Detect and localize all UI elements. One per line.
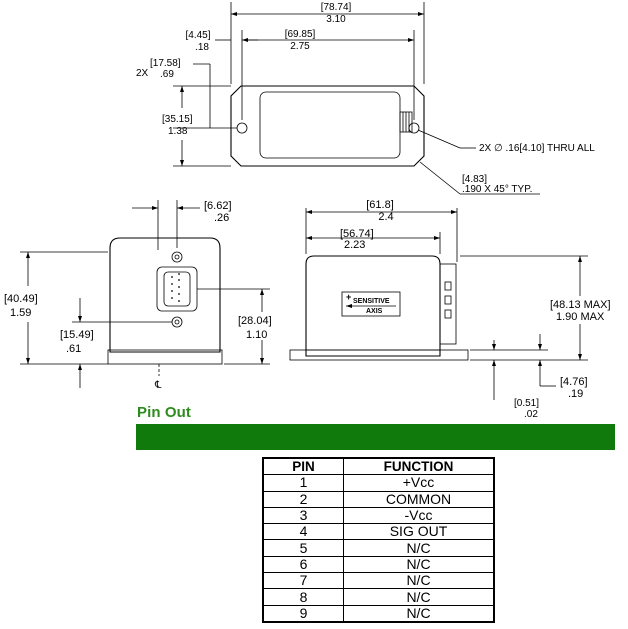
hole-from-edge-in: .69 [160,69,174,80]
connector-height-mm: [28.04] [238,315,272,327]
height-in: 1.59 [10,307,31,319]
pin-function: N/C [343,555,495,574]
top-view-body-outline [230,85,425,167]
flange-mm: [4.76] [560,376,588,388]
table-row: 3-Vcc [262,506,495,525]
pin-number: 6 [262,555,344,574]
max-height-mm: [48.13 MAX] [550,299,611,311]
pin-function: N/C [343,572,495,590]
mount-spacing-mm: [69.85] [285,29,316,40]
pin-function: N/C [343,588,495,606]
centerline-symbol: ℄ [154,380,162,391]
db9-pins [171,273,180,302]
table-header-row: PIN FUNCTION [262,457,495,476]
front-view-body-outline [109,237,221,353]
overall-width-in: 3.10 [326,14,346,25]
pin-function: COMMON [343,490,495,508]
top-view-mount-hole-right [408,122,420,134]
connector-screw-bottom [171,316,183,328]
pin-number: 8 [262,588,344,606]
connector-screw-top [171,251,183,263]
hole-from-edge-prefix: 2X [136,68,149,79]
side-view-connector [439,263,457,345]
pin-function: -Vcc [343,506,495,525]
front-view: [6.62] .26 [40.49] 1.59 [15.49] .61 [28.… [4,200,272,391]
mechanical-drawing: [78.74] 3.10 [69.85] 2.75 [4.45] .18 2X … [4,2,611,400]
hole-callout: 2X ∅ .16[4.10] THRU ALL [479,143,595,154]
db9-connector-shell [156,266,198,312]
overall-width-mm: [78.74] [321,2,352,13]
top-view-label-plate [259,91,401,159]
base-height-mm: [15.49] [60,329,94,341]
header-pin: PIN [262,457,344,476]
sensitive-axis-line2: AXIS [366,308,383,315]
depth-mm: [35.15] [162,114,193,125]
mount-spacing-in: 2.75 [290,41,310,52]
chamfer-mm: [4.83] [462,174,487,185]
top-view: [78.74] 3.10 [69.85] 2.75 [4.45] .18 2X … [136,2,595,195]
width-mm: [61.8] [366,199,394,211]
chamfer-in: .190 X 45° TYP. [462,184,532,195]
pin-number: 4 [262,523,344,541]
hole-offset-in: .18 [195,42,209,53]
pin-function: SIG OUT [343,523,495,541]
pin-function: +Vcc [343,474,495,492]
width-in: 2.4 [378,211,393,223]
sensitive-axis-label [341,291,401,317]
hole-offset-mm: [4.45] [185,30,210,41]
header-function: FUNCTION [343,457,495,476]
flange-thickness-label: [0.51] .02 [514,398,539,420]
connector-height-in: 1.10 [246,329,267,341]
flange-in: .19 [568,388,583,400]
pin-number: 9 [262,604,344,623]
table-row: 1+Vcc [262,474,495,492]
flange-thickness-in: .02 [524,409,538,420]
pin-number: 3 [262,506,344,525]
pin-out-title: Pin Out [137,404,192,421]
pin-number: 7 [262,572,344,590]
pin-out-header-bar [136,424,615,450]
pin-function: N/C [343,604,495,623]
max-height-in: 1.90 MAX [556,311,605,323]
top-view-mount-hole-left [236,122,248,134]
pin-number: 2 [262,490,344,508]
db9-connector-face [163,271,191,307]
height-mm: [40.49] [4,293,38,305]
sensitive-axis-line1: SENSITIVE [353,298,390,305]
pin-number: 1 [262,474,344,492]
pin-function: N/C [343,539,495,557]
body-width-mm: [56.74] [340,228,374,240]
connector-offset-in: .26 [214,212,229,224]
front-view-base-flange [107,349,223,365]
side-view: + SENSITIVE AXIS [61.8] 2.4 [56.74] 2.23… [289,199,611,400]
pin-number: 5 [262,539,344,557]
side-view-base-flange [289,349,469,361]
connector-offset-mm: [6.62] [204,200,232,212]
base-height-in: .61 [66,343,81,355]
hole-from-edge-mm: [17.58] [150,58,181,69]
flange-thickness-mm: [0.51] [514,398,540,409]
body-width-in: 2.23 [344,239,365,251]
sensitive-axis-sign: + [346,292,351,302]
depth-in: 1.38 [168,126,188,137]
side-view-body-outline [305,255,441,357]
